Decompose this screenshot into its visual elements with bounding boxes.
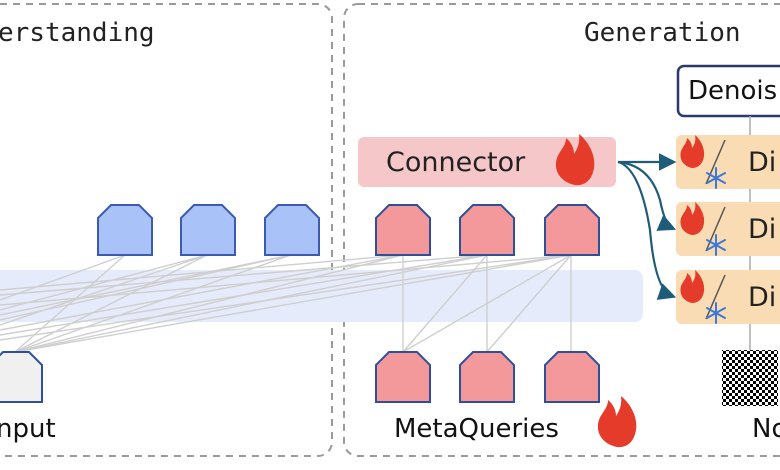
generation-panel bbox=[343, 3, 780, 457]
metaquery-tokens bbox=[375, 351, 600, 403]
snowflake-icon bbox=[706, 234, 726, 256]
metaquery-token bbox=[544, 351, 600, 403]
snowflake-icon bbox=[706, 302, 726, 324]
input-token bbox=[0, 351, 43, 403]
blue-token bbox=[180, 204, 236, 256]
connector-arrows bbox=[617, 153, 677, 300]
fire-icon bbox=[680, 135, 705, 168]
snowflake-icon bbox=[706, 167, 726, 189]
pink-token bbox=[375, 204, 431, 256]
pink-token bbox=[544, 204, 600, 256]
fire-icon bbox=[597, 396, 637, 448]
connector-box bbox=[358, 137, 616, 187]
pink-token bbox=[459, 204, 515, 256]
fire-icon bbox=[680, 202, 705, 235]
blue-tokens bbox=[97, 204, 320, 256]
dit-label: Di bbox=[748, 147, 777, 178]
metaqueries-label: MetaQueries bbox=[394, 414, 559, 444]
understanding-panel bbox=[0, 3, 333, 457]
metaquery-token bbox=[375, 351, 431, 403]
blue-token bbox=[264, 204, 320, 256]
denoise-box bbox=[676, 64, 780, 118]
output-tokens bbox=[375, 204, 600, 256]
input-label: nput bbox=[0, 414, 56, 444]
blue-token bbox=[97, 204, 153, 256]
noise-image bbox=[722, 350, 778, 406]
dit-label: Di bbox=[748, 282, 777, 313]
denoise-label: Denois bbox=[688, 76, 778, 106]
noise-label: No bbox=[752, 414, 780, 444]
connector-label: Connector bbox=[386, 147, 526, 178]
fire-icon bbox=[680, 270, 705, 303]
generation-title: Generation bbox=[584, 18, 741, 48]
metaquery-token bbox=[459, 351, 515, 403]
fire-icon bbox=[555, 134, 595, 186]
understanding-title: erstanding bbox=[0, 18, 155, 48]
dit-label: Di bbox=[748, 214, 777, 245]
attention-lines bbox=[0, 254, 572, 353]
